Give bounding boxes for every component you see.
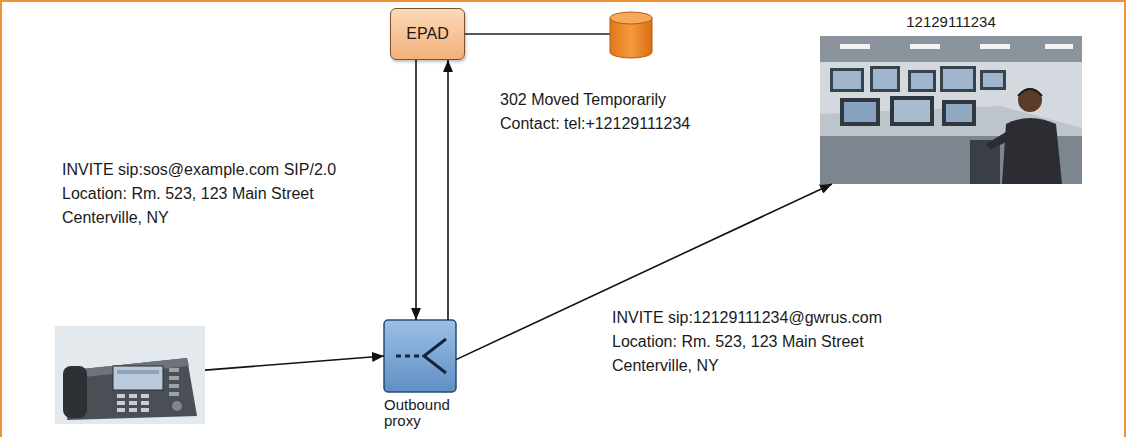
dispatch-center-photo (1018, 88, 1042, 112)
dispatch-center-photo (890, 96, 934, 126)
dispatch-center-photo (980, 70, 1006, 90)
phone-illustration (63, 366, 87, 418)
dispatch-center-photo (946, 104, 972, 122)
proxy-icon (424, 339, 446, 373)
dispatch-center-photo (844, 102, 876, 122)
dispatch-center-photo (820, 36, 1082, 184)
message-label: INVITE sip:12129111234@gwrus.com Locatio… (612, 306, 917, 378)
database-link (465, 33, 610, 35)
message-label: 302 Moved Temporarily Contact: tel:+1212… (500, 88, 712, 136)
dispatch-center-photo (943, 69, 973, 89)
dispatch-center-photo (1002, 118, 1062, 184)
dispatch-center-photo (911, 73, 933, 89)
dispatch-center-photo (840, 98, 880, 126)
node-label: Outbound proxy (384, 397, 474, 429)
dispatch-center-photo (840, 44, 1073, 49)
message-arrow (447, 60, 449, 320)
dispatch-center-photo (983, 73, 1003, 87)
phone-number: 12129111234 (820, 11, 1082, 32)
phone-node: INVITE sip:sos@example.com SIP/2.0 Locat… (55, 326, 205, 424)
dispatch-center-photo (894, 100, 930, 122)
server-box: EPAD (390, 8, 465, 60)
proxy-icon (384, 320, 456, 392)
proxy-icon (384, 320, 456, 392)
message-text: INVITE sip:sos@example.com SIP/2.0 Locat… (62, 158, 367, 230)
proxy-node: Outbound proxy (384, 320, 456, 392)
dispatch-center-photo (840, 44, 870, 49)
dispatch-center-photo (830, 66, 1006, 92)
phone-illustration (113, 366, 163, 390)
phone-illustration (117, 370, 159, 374)
phone-illustration (129, 394, 137, 398)
phone-illustration (117, 394, 149, 412)
phone-illustration (169, 384, 179, 388)
phone-illustration (117, 394, 125, 398)
dispatch-center-photo (873, 69, 897, 89)
phone-illustration (169, 376, 179, 380)
phone-illustration (141, 408, 149, 412)
phone-illustration (141, 401, 149, 405)
phone-illustration (169, 392, 179, 396)
phone-illustration (117, 401, 125, 405)
dispatch-center-photo (942, 100, 976, 126)
phone-illustration (129, 408, 137, 412)
dispatch-center-photo (833, 71, 861, 89)
dispatch-center-photo (820, 36, 1082, 184)
dispatch-center-photo (980, 44, 1010, 49)
dispatch-center-photo (986, 132, 1010, 150)
dispatch-center-photo (870, 66, 900, 92)
message-arrow (205, 356, 384, 370)
node-label: EPAD (406, 23, 448, 45)
database-symbol (610, 12, 652, 24)
phone-illustration (172, 401, 182, 411)
dispatch-center-photo (1045, 44, 1073, 49)
dispatch-center-photo (908, 70, 936, 92)
phone-illustration (129, 401, 137, 405)
database-symbol (610, 12, 652, 58)
dispatch-node: 12129111234 (820, 36, 1082, 184)
phone-illustration (141, 394, 149, 398)
dispatch-center-photo (1018, 89, 1042, 96)
dispatch-center-photo (910, 44, 940, 49)
phone-illustration (117, 408, 125, 412)
dispatch-center-photo (820, 36, 1082, 62)
phone-illustration (169, 368, 179, 396)
message-arrow (415, 60, 417, 320)
phone-illustration (169, 368, 179, 372)
phone-illustration (55, 326, 205, 424)
phone-illustration (55, 326, 205, 424)
dispatch-center-photo (940, 66, 976, 92)
dispatch-center-photo (830, 68, 864, 92)
dispatch-center-photo (833, 69, 1003, 89)
proxy-icon (396, 355, 420, 358)
